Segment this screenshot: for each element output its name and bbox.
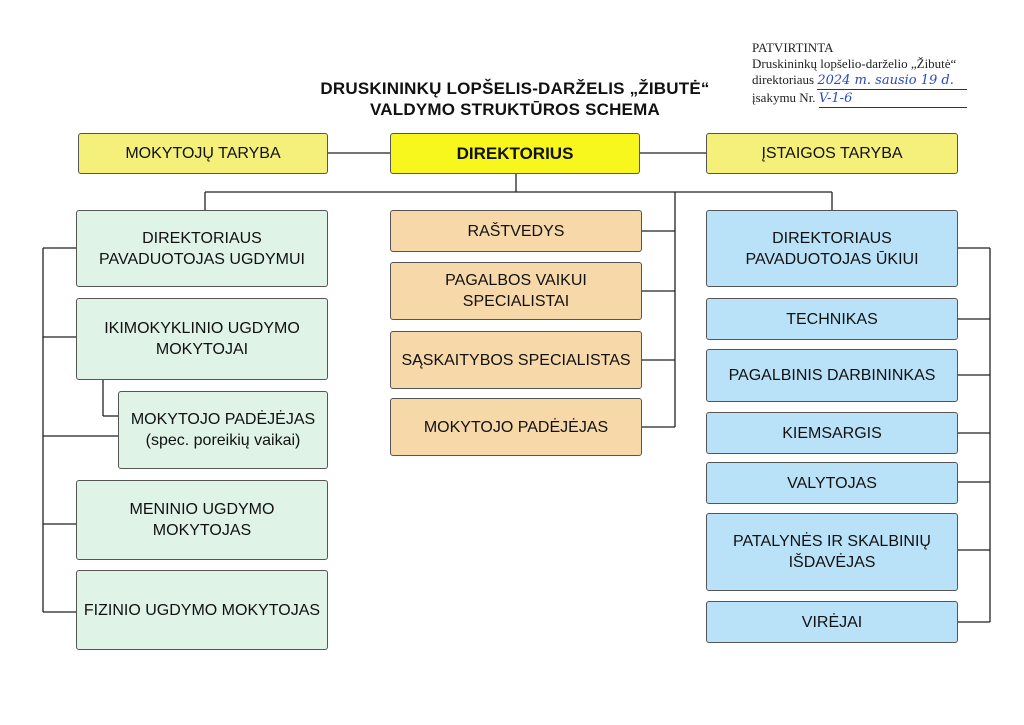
box-rastvedys: RAŠTVEDYS xyxy=(390,210,642,252)
box-valytojas: VALYTOJAS xyxy=(706,462,958,504)
box-pagalbinis-darbininkas: PAGALBINIS DARBININKAS xyxy=(706,349,958,402)
diagram-title: DRUSKININKŲ LOPŠELIS-DARŽELIS „ŽIBUTĖ“ V… xyxy=(270,78,760,120)
approval-date-line: direktoriaus 2024 m. sausio 19 d. xyxy=(752,72,982,90)
approval-institution: Druskininkų lopšelio-darželio „Žibutė“ xyxy=(752,56,957,71)
title-line-2: VALDYMO STRUKTŪROS SCHEMA xyxy=(370,100,660,119)
box-kiemsargis: KIEMSARGIS xyxy=(706,412,958,454)
box-meninio-ugdymo-mokytojas: MENINIO UGDYMO MOKYTOJAS xyxy=(76,480,328,560)
box-direktoriaus-pavaduotojas-ukiui: DIREKTORIAUS PAVADUOTOJAS ŪKIUI xyxy=(706,210,958,287)
approval-heading: PATVIRTINTA xyxy=(752,40,834,55)
box-direktoriaus-pavaduotojas-ugdymui: DIREKTORIAUS PAVADUOTOJAS UGDYMUI xyxy=(76,210,328,287)
box-istaigos-taryba: ĮSTAIGOS TARYBA xyxy=(706,133,958,174)
box-technikas: TECHNIKAS xyxy=(706,298,958,340)
approval-date-handwritten: 2024 m. sausio 19 d. xyxy=(817,73,968,90)
approval-date-prefix: direktoriaus xyxy=(752,72,815,87)
box-virejai: VIRĖJAI xyxy=(706,601,958,643)
box-mokytojo-padejejas-spec: MOKYTOJO PADĖJĖJAS (spec. poreikių vaika… xyxy=(118,391,328,469)
box-direktorius: DIREKTORIUS xyxy=(390,133,640,174)
title-line-1: DRUSKININKŲ LOPŠELIS-DARŽELIS „ŽIBUTĖ“ xyxy=(320,79,710,98)
box-mokytojo-padejejas: MOKYTOJO PADĖJĖJAS xyxy=(390,398,642,456)
box-fizinio-ugdymo-mokytojas: FIZINIO UGDYMO MOKYTOJAS xyxy=(76,570,328,650)
box-mokytoju-taryba: MOKYTOJŲ TARYBA xyxy=(78,133,328,174)
box-patalynes-ir-skalbiniu-isdavejas: PATALYNĖS IR SKALBINIŲ IŠDAVĖJAS xyxy=(706,513,958,591)
approval-order-line: įsakymu Nr. V-1-6 xyxy=(752,90,982,108)
approval-order-prefix: įsakymu Nr. xyxy=(752,90,816,105)
box-saskaitybos-specialistas: SĄSKAITYBOS SPECIALISTAS xyxy=(390,331,642,389)
approval-stamp: PATVIRTINTA Druskininkų lopšelio-darželi… xyxy=(752,40,982,108)
approval-order-handwritten: V-1-6 xyxy=(818,91,967,108)
box-ikimokyklinio-ugdymo-mokytojai: IKIMOKYKLINIO UGDYMO MOKYTOJAI xyxy=(76,298,328,380)
box-pagalbos-vaikui-specialistai: PAGALBOS VAIKUI SPECIALISTAI xyxy=(390,262,642,320)
